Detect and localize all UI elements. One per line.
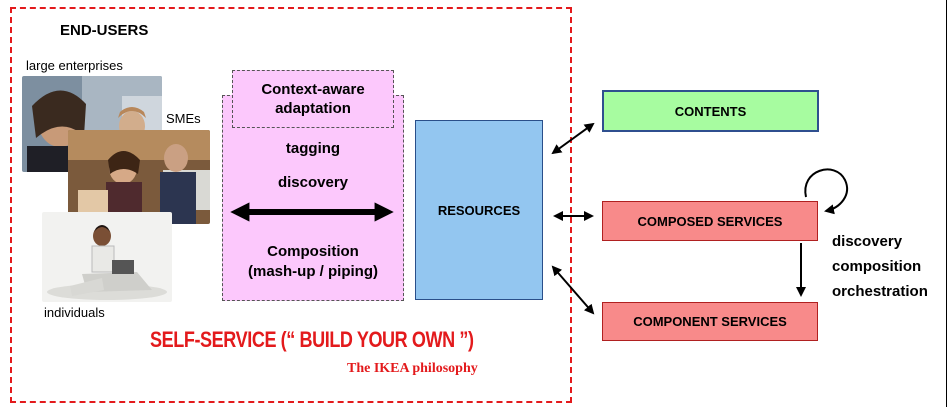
composition-box (222, 95, 404, 301)
composed-services-label: COMPOSED SERVICES (637, 213, 783, 229)
individuals-photo (42, 212, 172, 302)
resources-box: RESOURCES (415, 120, 543, 300)
composition-label: Composition (267, 243, 359, 260)
label-large-enterprises: large enterprises (26, 58, 123, 73)
resources-label: RESOURCES (437, 202, 521, 218)
composed-services-box: COMPOSED SERVICES (602, 201, 818, 241)
right-edge-line (946, 0, 947, 407)
process-composition: composition (832, 258, 922, 275)
context-aware-line1: Context-aware (261, 81, 365, 98)
label-smes: SMEs (166, 111, 201, 126)
component-services-label: COMPONENT SERVICES (633, 314, 787, 329)
ikea-philosophy-label: The IKEA philosophy (347, 361, 478, 376)
self-service-heading: SELF-SERVICE (“ BUILD YOUR OWN ”) (150, 327, 474, 352)
context-aware-line2: adaptation (275, 100, 351, 117)
label-individuals: individuals (44, 305, 105, 320)
end-users-boundary (10, 7, 572, 403)
arrow-resources-component (551, 265, 595, 315)
service-process-list: discovery composition orchestration (832, 229, 928, 304)
process-orchestration: orchestration (832, 283, 928, 300)
process-discovery: discovery (832, 233, 903, 250)
component-services-box: COMPONENT SERVICES (602, 302, 818, 341)
end-users-title: END-USERS (60, 22, 149, 39)
arrow-resources-contents (551, 122, 595, 155)
contents-box: CONTENTS (602, 90, 819, 132)
context-aware-box: Context-aware adaptation (232, 70, 394, 128)
self-loop-arrow (804, 168, 848, 215)
tagging-label: tagging (285, 140, 341, 157)
mashup-piping-label: (mash-up / piping) (248, 263, 378, 280)
contents-label: CONTENTS (674, 103, 747, 119)
discovery-label: discovery (277, 174, 349, 191)
